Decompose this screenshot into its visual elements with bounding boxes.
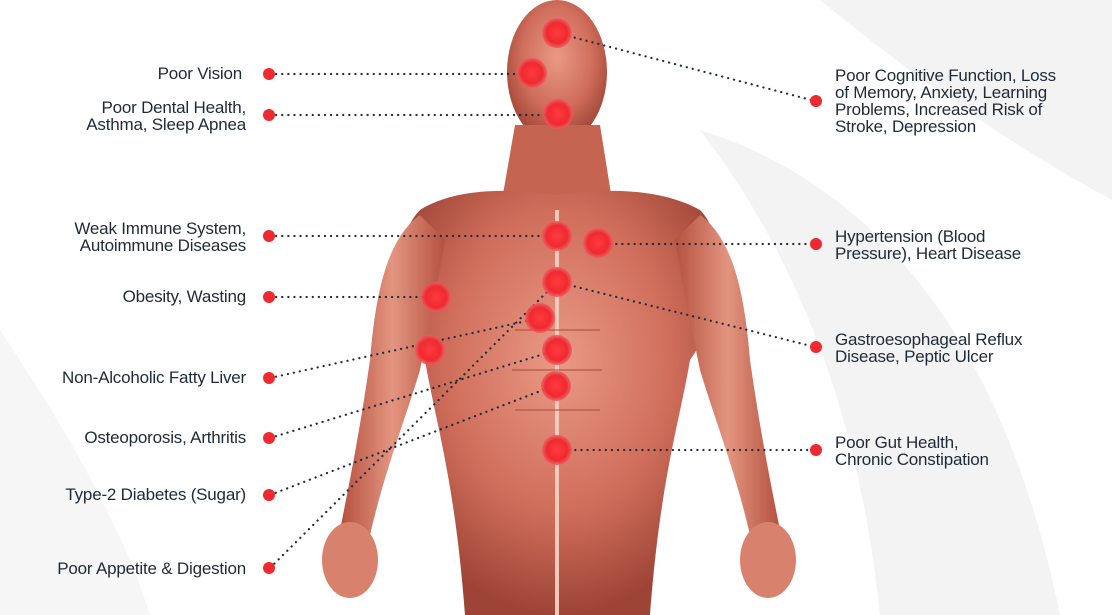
figure-right-arm: [675, 215, 780, 535]
endpoint-dot-gerd: [810, 341, 822, 353]
label-liver: Non-Alcoholic Fatty Liver: [62, 369, 246, 386]
endpoint-dot-liver: [263, 372, 275, 384]
marker-joint: [415, 335, 445, 365]
label-gerd: Gastroesophageal Reflux Disease, Peptic …: [835, 331, 1022, 365]
marker-stomach: [542, 267, 572, 297]
marker-liver: [525, 303, 555, 333]
label-appetite: Poor Appetite & Digestion: [57, 560, 246, 577]
marker-pancreas: [542, 335, 572, 365]
label-immune: Weak Immune System, Autoimmune Diseases: [74, 220, 246, 254]
label-dental: Poor Dental Health, Asthma, Sleep Apnea: [86, 99, 246, 133]
label-diabetes: Type-2 Diabetes (Sugar): [65, 486, 246, 503]
endpoint-dot-diabetes: [263, 489, 275, 501]
label-osteo: Osteoporosis, Arthritis: [84, 429, 246, 446]
figure-right-hand: [740, 522, 796, 598]
marker-thymus: [542, 221, 572, 251]
endpoint-dot-appetite: [263, 562, 275, 574]
figure-left-hand: [322, 522, 378, 598]
label-cognitive: Poor Cognitive Function, Loss of Memory,…: [835, 67, 1056, 135]
figure-neck: [502, 125, 612, 200]
marker-heart: [583, 228, 613, 258]
marker-colon: [542, 435, 572, 465]
label-gut: Poor Gut Health, Chronic Constipation: [835, 434, 989, 468]
label-hypertension: Hypertension (Blood Pressure), Heart Dis…: [835, 228, 1021, 262]
endpoint-dot-vision: [263, 68, 275, 80]
endpoint-dot-dental: [263, 109, 275, 121]
marker-intestine: [541, 371, 571, 401]
endpoint-dot-immune: [263, 230, 275, 242]
endpoint-dot-obesity: [263, 291, 275, 303]
label-obesity: Obesity, Wasting: [123, 288, 246, 305]
label-vision: Poor Vision: [158, 65, 242, 82]
marker-mouth: [543, 99, 573, 129]
marker-eye: [517, 58, 547, 88]
marker-arm-muscle: [421, 282, 451, 312]
endpoint-dot-hypertension: [810, 238, 822, 250]
endpoint-dot-cognitive: [810, 95, 822, 107]
endpoint-dot-osteo: [263, 432, 275, 444]
endpoint-dot-gut: [810, 444, 822, 456]
marker-brain: [542, 18, 572, 48]
